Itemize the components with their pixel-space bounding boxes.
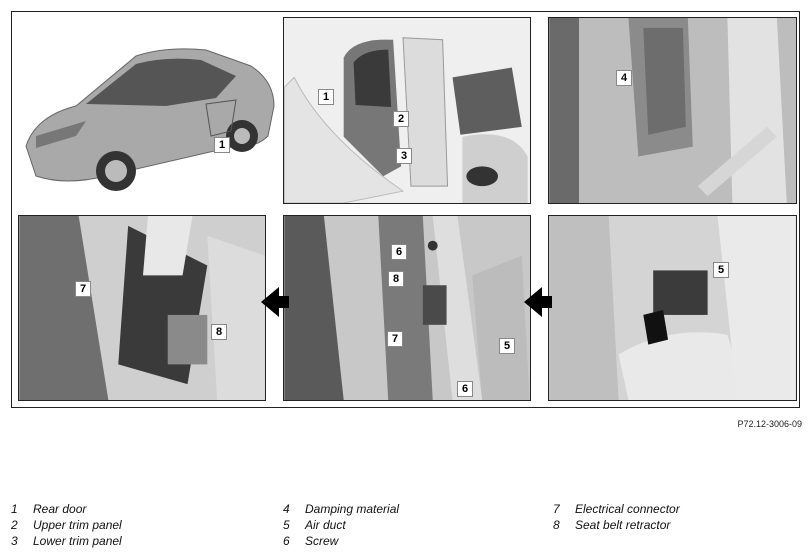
damping-closeup-panel bbox=[548, 17, 797, 204]
callout-retractor-7: 7 bbox=[75, 281, 91, 297]
callout-duct-5: 5 bbox=[713, 262, 729, 278]
callout-pillar-6-bottom: 6 bbox=[457, 381, 473, 397]
callout-pillar-7: 7 bbox=[387, 331, 403, 347]
callout-interior-3: 3 bbox=[396, 148, 412, 164]
left-arrow-icon bbox=[261, 287, 289, 317]
callout-interior-1: 1 bbox=[318, 89, 334, 105]
retractor-panel bbox=[18, 215, 266, 401]
callout-pillar-5: 5 bbox=[499, 338, 515, 354]
callout-interior-2: 2 bbox=[393, 111, 409, 127]
air-duct-panel bbox=[548, 215, 797, 401]
left-arrow-icon bbox=[524, 287, 552, 317]
callout-pillar-8: 8 bbox=[388, 271, 404, 287]
callout-pillar-6-top: 6 bbox=[391, 244, 407, 260]
interior-panel bbox=[283, 17, 531, 204]
callout-retractor-8: 8 bbox=[211, 324, 227, 340]
figure-code: P72.12-3006-09 bbox=[737, 419, 802, 429]
pillar-panel bbox=[283, 215, 531, 401]
callout-closeup-4: 4 bbox=[616, 70, 632, 86]
callout-car-1: 1 bbox=[214, 137, 230, 153]
vehicle-illustration bbox=[16, 36, 278, 196]
